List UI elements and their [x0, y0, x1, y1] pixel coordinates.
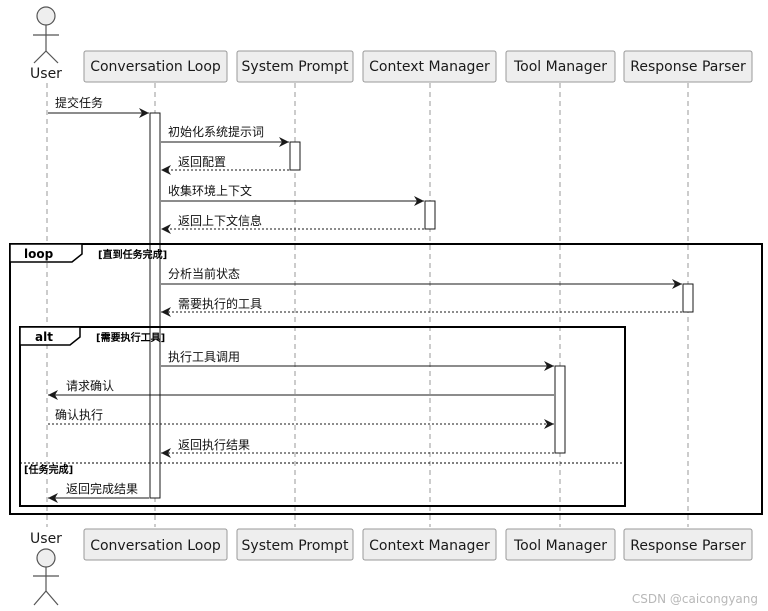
message-submit-task: 提交任务: [48, 95, 149, 118]
participant-context-manager-bottom: Context Manager: [362, 528, 497, 561]
message-return-config: 返回配置: [161, 155, 289, 175]
participant-tool-manager-top: Tool Manager: [505, 50, 616, 83]
message-tools-needed: 需要执行的工具: [161, 296, 682, 317]
participant-system-prompt-top: System Prompt: [236, 50, 354, 83]
message-label: 分析当前状态: [168, 266, 240, 281]
participant-label: Tool Manager: [513, 538, 607, 554]
loop-guard: [直到任务完成]: [98, 248, 167, 261]
message-return-context: 返回上下文信息: [161, 213, 424, 234]
user-label-top: User: [30, 66, 62, 82]
participant-response-parser-top: Response Parser: [623, 50, 753, 83]
user-actor-icon-top: [33, 6, 59, 64]
participant-label: Response Parser: [630, 59, 746, 75]
message-return-exec-result: 返回执行结果: [161, 438, 554, 458]
participant-system-prompt-bottom: System Prompt: [236, 528, 354, 561]
message-collect-context: 收集环境上下文: [161, 183, 424, 206]
participant-context-manager-top: Context Manager: [362, 50, 497, 83]
message-label: 请求确认: [66, 379, 114, 393]
participant-label: Context Manager: [369, 538, 490, 554]
user-actor-icon-bottom: [33, 548, 59, 606]
message-init-system-prompt: 初始化系统提示词: [161, 124, 289, 147]
user-label-bottom: User: [30, 531, 62, 547]
else-guard: [任务完成]: [24, 463, 73, 476]
system-prompt-activation: [289, 141, 301, 171]
watermark: CSDN @caicongyang: [632, 592, 758, 606]
message-execute-tool-call: 执行工具调用: [161, 350, 554, 371]
participant-label: Conversation Loop: [90, 538, 221, 554]
message-label: 需要执行的工具: [178, 296, 262, 311]
participant-label: Conversation Loop: [90, 59, 221, 75]
participant-conversation-loop-top: Conversation Loop: [83, 50, 228, 83]
participant-tool-manager-bottom: Tool Manager: [505, 528, 616, 561]
conversation-loop-activation: [149, 112, 161, 499]
participant-label: Response Parser: [630, 538, 746, 554]
message-label: 收集环境上下文: [168, 183, 252, 198]
alt-guard: [需要执行工具]: [96, 331, 165, 344]
alt-fragment-label: alt: [35, 330, 53, 344]
message-label: 返回配置: [178, 155, 226, 169]
loop-fragment-label: loop: [24, 247, 54, 261]
message-label: 返回执行结果: [178, 438, 250, 452]
message-label: 提交任务: [55, 95, 103, 110]
message-label: 确认执行: [55, 408, 103, 422]
message-label: 初始化系统提示词: [168, 124, 264, 139]
participant-conversation-loop-bottom: Conversation Loop: [83, 528, 228, 561]
response-parser-activation: [682, 283, 694, 313]
message-confirm-execute: 确认执行: [48, 408, 554, 429]
participant-label: Tool Manager: [513, 59, 607, 75]
message-label: 执行工具调用: [168, 350, 240, 364]
message-request-confirm: 请求确认: [48, 379, 554, 400]
participant-label: Context Manager: [369, 59, 490, 75]
loop-fragment: loop [直到任务完成]: [9, 243, 763, 515]
participant-label: System Prompt: [242, 538, 349, 554]
participant-response-parser-bottom: Response Parser: [623, 528, 753, 561]
message-return-final-result: 返回完成结果: [48, 481, 149, 503]
tool-manager-activation: [554, 365, 566, 454]
message-label: 返回完成结果: [66, 481, 138, 496]
participant-label: System Prompt: [242, 59, 349, 75]
message-analyze-state: 分析当前状态: [161, 266, 682, 289]
alt-fragment: alt [需要执行工具] [任务完成]: [19, 326, 626, 507]
context-manager-activation: [424, 200, 436, 230]
message-label: 返回上下文信息: [178, 213, 262, 228]
